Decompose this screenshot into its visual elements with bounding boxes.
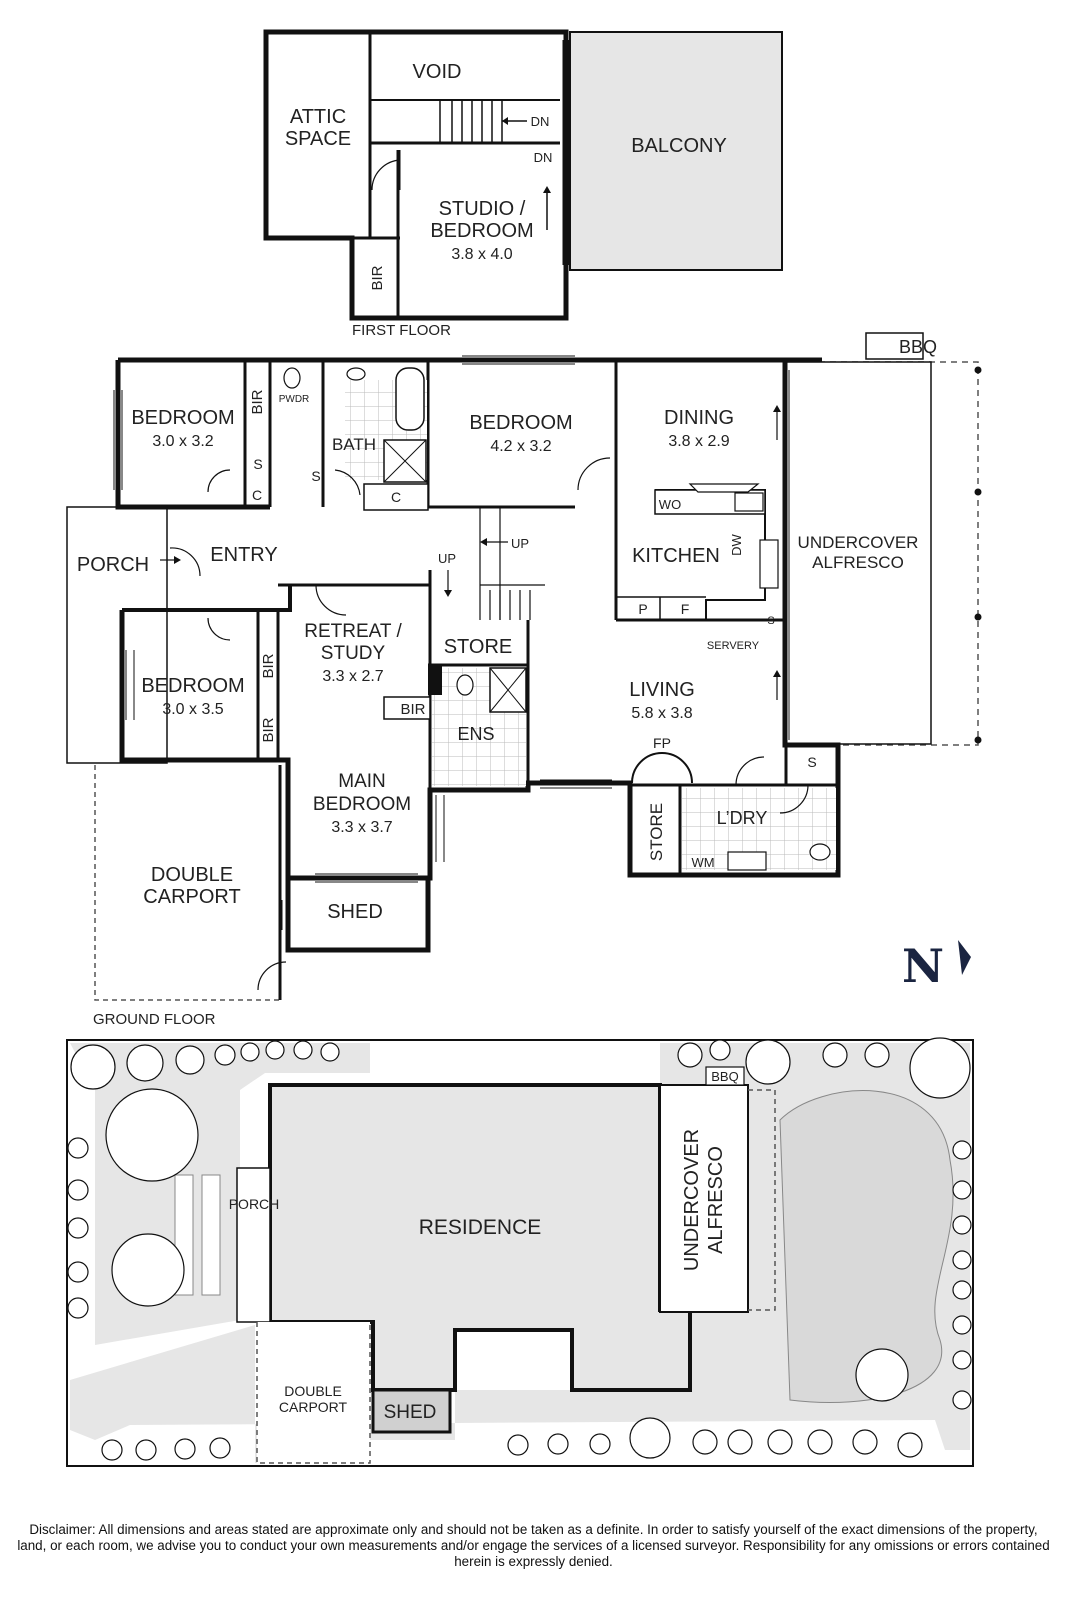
- porch-label: PORCH: [77, 554, 149, 576]
- residence-label: RESIDENCE: [419, 1216, 542, 1239]
- s-1-label: S: [253, 456, 262, 472]
- bedroom-1-dimensions: 3.0 x 3.2: [152, 433, 213, 450]
- fp-label: FP: [653, 735, 671, 751]
- site-alfresco-label-1: UNDERCOVER: [681, 1129, 703, 1271]
- site-bbq-label: BBQ: [711, 1069, 738, 1084]
- kitchen-label: KITCHEN: [632, 545, 720, 567]
- bir-label: BIR: [369, 265, 386, 290]
- site-porch-label: PORCH: [229, 1196, 280, 1212]
- north-label: N: [902, 939, 944, 993]
- servery-label: SERVERY: [707, 640, 760, 652]
- bir-3-label: BIR: [260, 717, 277, 742]
- bir-1-label: BIR: [249, 389, 266, 414]
- bedroom-2-dimensions: 4.2 x 3.2: [490, 438, 551, 455]
- wm-label: WM: [691, 855, 714, 870]
- site-plan: RESIDENCE PORCH BBQ UNDERCOVER ALFRESCO …: [66, 1037, 974, 1467]
- studio-label-2: BEDROOM: [430, 220, 533, 242]
- retreat-dimensions: 3.3 x 2.7: [322, 668, 383, 685]
- main-bedroom-dimensions: 3.3 x 3.7: [331, 819, 392, 836]
- bedroom-2-label: BEDROOM: [469, 412, 572, 434]
- attic-label-2: SPACE: [285, 128, 351, 150]
- store-2-label: STORE: [647, 803, 666, 861]
- site-shed-label: SHED: [384, 1402, 437, 1423]
- c-1-label: C: [252, 487, 262, 503]
- s-4-label: S: [807, 754, 816, 770]
- main-bedroom-label-2: BEDROOM: [313, 794, 411, 815]
- bbq-label: BBQ: [899, 337, 937, 357]
- studio-dimensions: 3.8 x 4.0: [451, 246, 512, 263]
- site-alfresco-label-2: ALFRESCO: [705, 1146, 727, 1254]
- retreat-label-1: RETREAT /: [304, 621, 402, 642]
- up-label-2: UP: [511, 536, 529, 551]
- carport-label-2: CARPORT: [143, 886, 240, 908]
- void-label: VOID: [413, 61, 462, 83]
- up-label-1: UP: [438, 551, 456, 566]
- bedroom-3-dimensions: 3.0 x 3.5: [162, 701, 223, 718]
- site-carport-label-2: CARPORT: [279, 1399, 348, 1415]
- s-2-label: S: [311, 468, 320, 484]
- store-1-label: STORE: [444, 636, 513, 658]
- bir-2-label: BIR: [260, 653, 277, 678]
- ground-floor-plan: BBQ BEDROOM 3.0 x 3.2 BIR PWDR BATH S C …: [66, 332, 982, 1028]
- retreat-label-2: STUDY: [321, 643, 386, 664]
- dining-label: DINING: [664, 407, 734, 429]
- s-3-label: S: [767, 615, 774, 627]
- dw-label: DW: [729, 533, 744, 555]
- pwdr-label: PWDR: [279, 394, 310, 405]
- ens-label: ENS: [457, 724, 494, 744]
- bedroom-1-label: BEDROOM: [131, 407, 234, 429]
- wo-label: WO: [659, 497, 681, 512]
- ground-floor-label: GROUND FLOOR: [93, 1011, 216, 1028]
- carport-label-1: DOUBLE: [151, 864, 233, 886]
- main-bedroom-label-1: MAIN: [338, 771, 386, 792]
- bir-4-label: BIR: [400, 701, 425, 718]
- f-label: F: [681, 601, 690, 617]
- site-carport-label-1: DOUBLE: [284, 1383, 342, 1399]
- balcony-area: [569, 31, 783, 271]
- disclaimer-text: Disclaimer: All dimensions and areas sta…: [17, 1522, 1050, 1569]
- dn-label-1: DN: [531, 114, 550, 129]
- shed-label: SHED: [327, 901, 383, 923]
- alfresco-label-1: UNDERCOVER: [798, 533, 919, 552]
- living-label: LIVING: [629, 679, 695, 701]
- north-arrow-icon: N: [902, 939, 971, 993]
- bath-label: BATH: [332, 435, 376, 454]
- p-label: P: [638, 601, 647, 617]
- entry-label: ENTRY: [210, 544, 277, 566]
- tree-icons: [67, 1037, 972, 1461]
- attic-label-1: ATTIC: [290, 106, 346, 128]
- first-floor-label: FIRST FLOOR: [352, 322, 451, 339]
- living-dimensions: 5.8 x 3.8: [631, 705, 692, 722]
- c-2-label: C: [391, 489, 401, 505]
- bedroom-3-label: BEDROOM: [141, 675, 244, 697]
- laundry-label: L’DRY: [717, 808, 768, 828]
- balcony-label: BALCONY: [631, 135, 727, 157]
- dn-label-2: DN: [534, 150, 553, 165]
- dining-dimensions: 3.8 x 2.9: [668, 433, 729, 450]
- alfresco-label-2: ALFRESCO: [812, 553, 904, 572]
- first-floor-plan: VOID ATTIC SPACE BALCONY STUDIO / BEDROO…: [263, 29, 783, 339]
- studio-label-1: STUDIO /: [439, 198, 526, 220]
